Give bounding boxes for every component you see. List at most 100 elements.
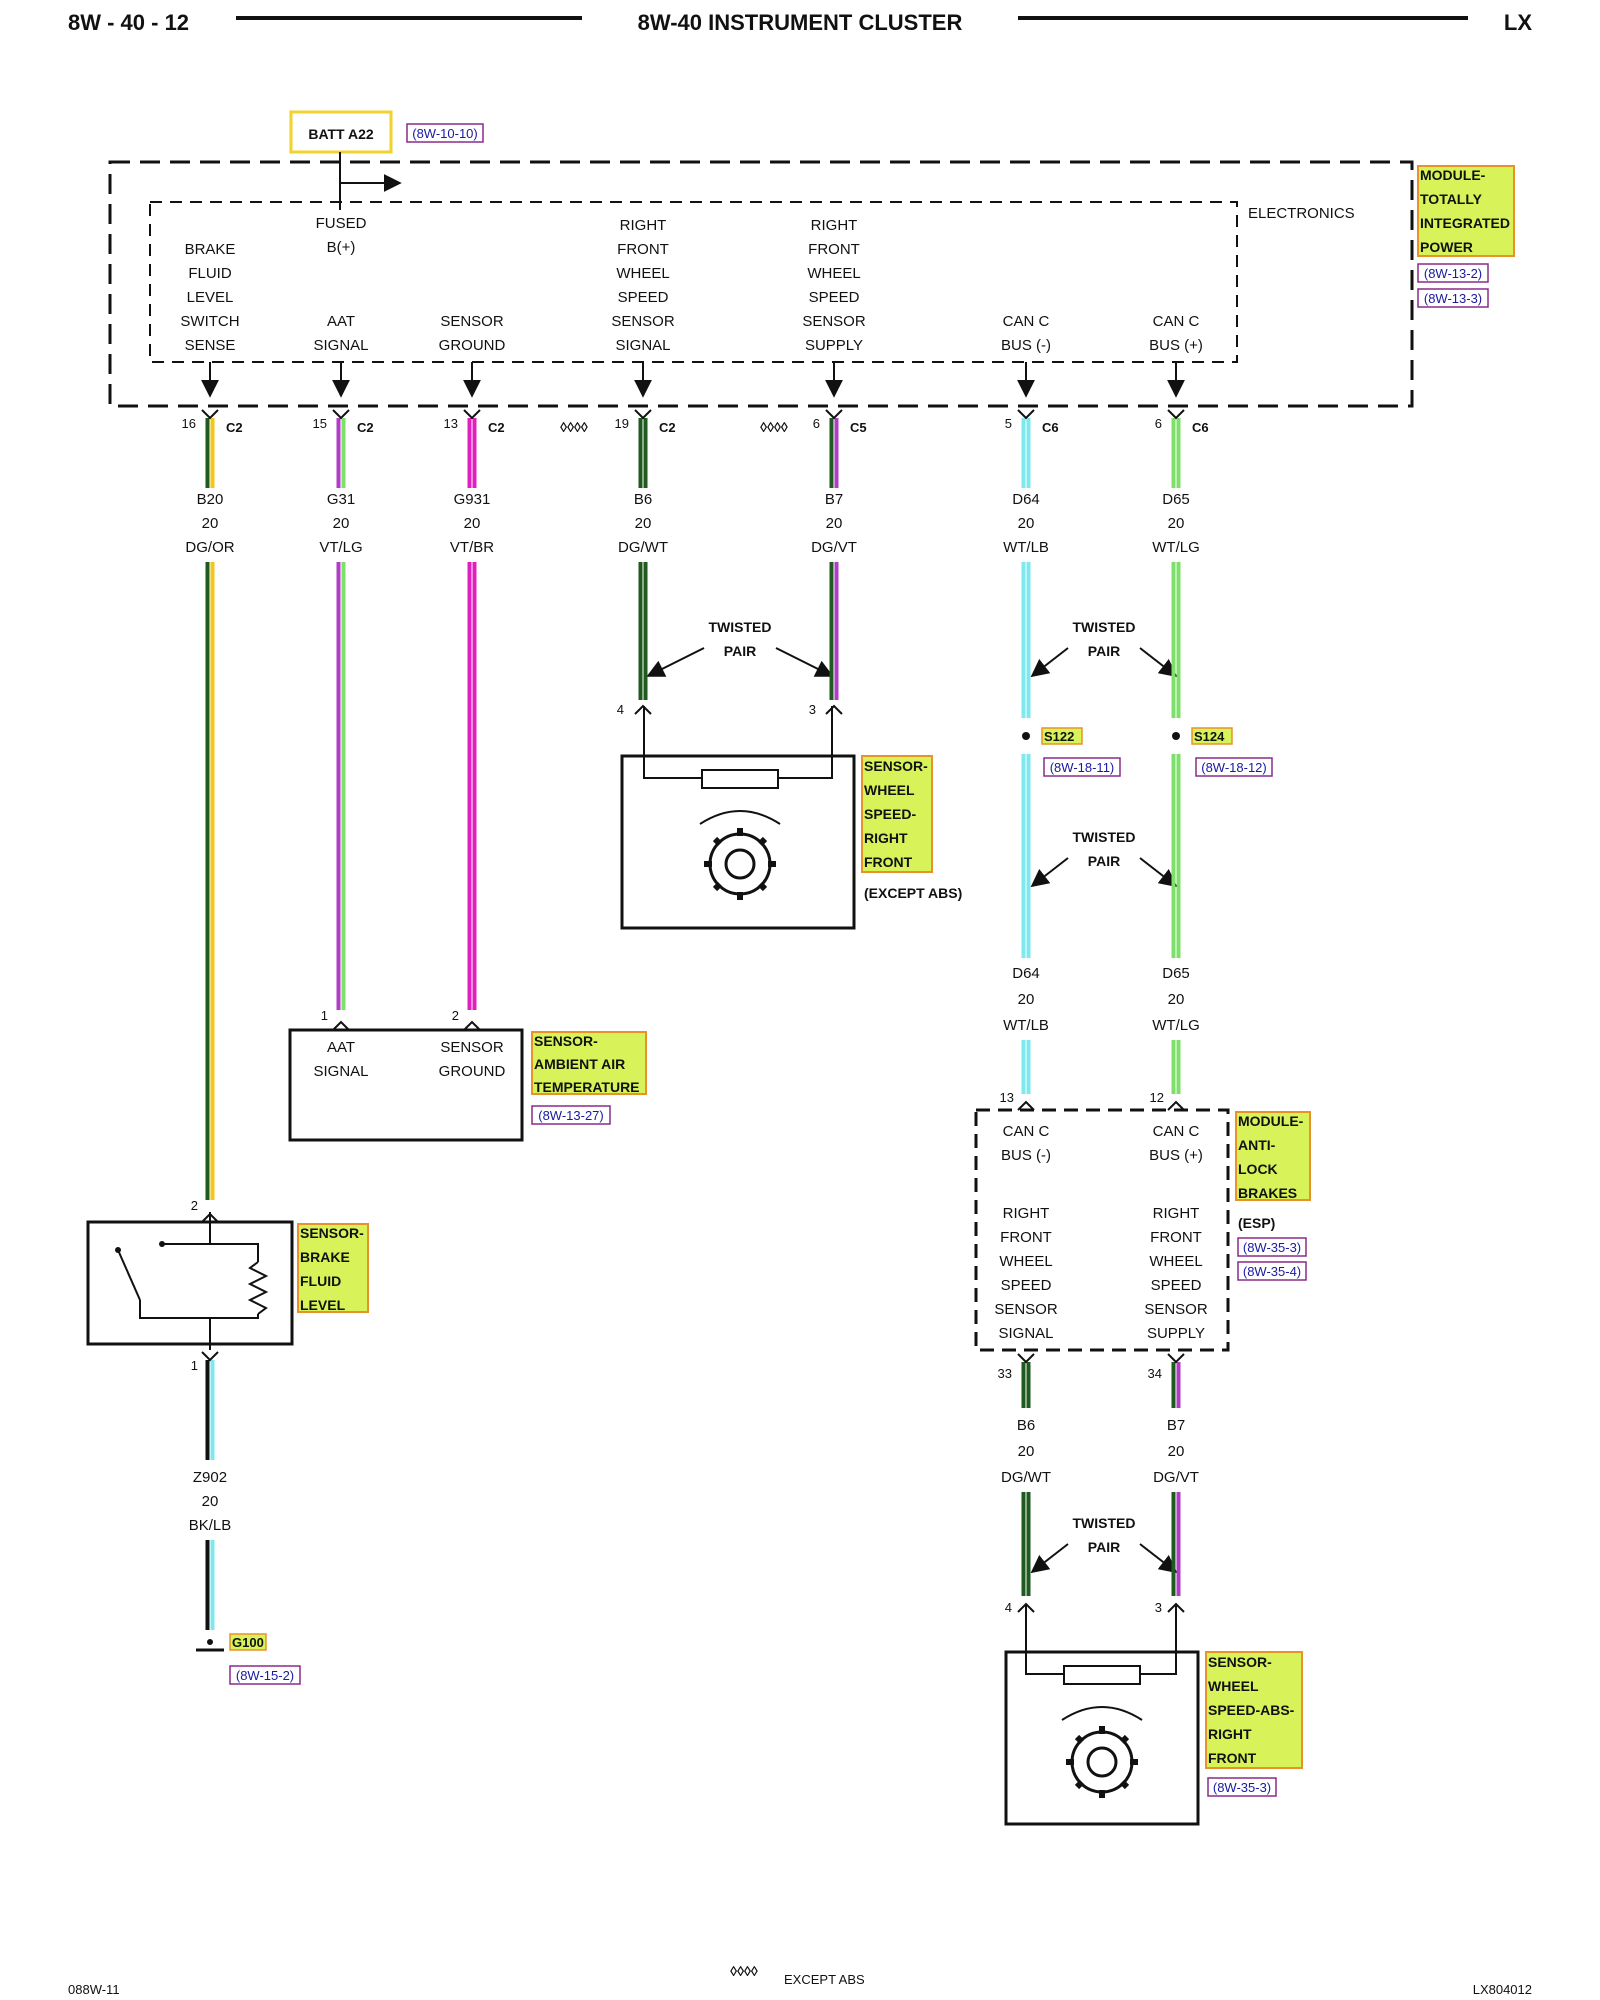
wire-b20 — [205, 418, 215, 488]
twisted-label-1b: PAIR — [724, 643, 756, 659]
brake-name-4: LEVEL — [300, 1297, 346, 1313]
brake-name-1: SENSOR- — [300, 1225, 364, 1241]
brake-connector-mark — [201, 1351, 219, 1362]
wire-id: B6 — [634, 491, 652, 508]
tip-ref-2-box — [1417, 288, 1489, 308]
can-lower-d64-id: D64 — [1012, 965, 1040, 982]
tip-name-1: MODULE- — [1420, 167, 1486, 183]
abs-wire-b7-id: B7 — [1167, 1417, 1185, 1434]
abs-bottom-label: FRONT — [1150, 1229, 1202, 1246]
tip-ref-1[interactable]: (8W-13-2) — [1424, 266, 1482, 281]
aat-pin-2: 2 — [452, 1008, 459, 1023]
abs-ref-2[interactable]: (8W-35-4) — [1243, 1264, 1301, 1279]
brake-connector-mark — [201, 1212, 219, 1223]
abs-bottom-label: SIGNAL — [998, 1325, 1053, 1342]
twisted-label-3a: TWISTED — [1073, 829, 1136, 845]
batt-ref-box — [406, 123, 484, 143]
wss-except-name-5: FRONT — [864, 854, 913, 870]
brake-pin-2: 2 — [191, 1198, 198, 1213]
tip-ref-2[interactable]: (8W-13-3) — [1424, 291, 1482, 306]
wire-color-code: VT/LG — [319, 539, 362, 556]
abs-ref-1[interactable]: (8W-35-3) — [1243, 1240, 1301, 1255]
brake-fluid-sensor: SENSOR- BRAKE FLUID LEVEL 2 1 — [86, 1198, 369, 1373]
aat-name-3: TEMPERATURE — [534, 1079, 640, 1095]
splice-s122-id: S122 — [1044, 729, 1074, 744]
abs-wire-labels: B6 20 DG/WT B7 20 DG/VT 4 3 — [1001, 1417, 1199, 1615]
batt-ref[interactable]: (8W-10-10) — [412, 126, 478, 141]
cluster-connector-mark — [463, 409, 481, 420]
cluster-connector-mark — [1017, 409, 1035, 420]
abs-connector-mark — [1167, 1353, 1185, 1364]
twisted-pair-labels: TWISTED PAIR TWISTED PAIR TWISTED PAIR T… — [646, 619, 1178, 1574]
cluster-pin-label: SENSOR — [802, 313, 866, 330]
cluster-connector-id: C2 — [488, 420, 505, 435]
wss-abs-ref[interactable]: (8W-35-3) — [1213, 1780, 1271, 1795]
except-abs-mark-2: ◊◊◊◊ — [760, 419, 788, 435]
splice-s124-ref[interactable]: (8W-18-12) — [1201, 760, 1267, 775]
wire-b6 — [638, 562, 648, 700]
wire-color-code: WT/LG — [1152, 539, 1200, 556]
wss-abs-connector-mark — [1167, 1602, 1185, 1613]
cluster-pin-label: RIGHT — [620, 217, 667, 234]
cluster-pin-label: SENSOR — [611, 313, 675, 330]
abs-bottom-label: SUPPLY — [1147, 1325, 1205, 1342]
wss-except-name-2: WHEEL — [864, 782, 915, 798]
aat-highlight — [531, 1031, 647, 1095]
wire-b7 — [829, 562, 839, 700]
cluster-pin-number: 6 — [813, 416, 820, 431]
splice-s124-id: S124 — [1194, 729, 1225, 744]
except-abs-mark-1: ◊◊◊◊ — [560, 419, 588, 435]
wire-z902 — [205, 1360, 215, 1460]
gear-icon — [704, 828, 776, 900]
cluster-pin-label: GROUND — [439, 337, 506, 354]
cluster-pin-number: 13 — [444, 416, 458, 431]
can-lower-d64-gauge: 20 — [1018, 991, 1035, 1008]
abs-pin-12: 12 — [1150, 1090, 1164, 1105]
cluster-pin-label: WHEEL — [807, 265, 860, 282]
abs-top-1b: BUS (-) — [1001, 1147, 1051, 1164]
wire-color-code: WT/LB — [1003, 539, 1049, 556]
except-abs-marks: ◊◊◊◊ ◊◊◊◊ — [560, 419, 788, 435]
cluster-pin-label: CAN C — [1153, 313, 1200, 330]
cluster-pin-number: 16 — [182, 416, 196, 431]
wire-color-code: DG/VT — [811, 539, 857, 556]
wss-abs-connector-mark — [1017, 1602, 1035, 1613]
wss-abs-name-5: FRONT — [1208, 1750, 1257, 1766]
abs-connector-mark — [1017, 1353, 1035, 1364]
fused-label-2: B(+) — [327, 239, 356, 256]
cluster-pin-label: BUS (-) — [1001, 337, 1051, 354]
can-lower-d65-id: D65 — [1162, 965, 1190, 982]
cluster-pin-number: 5 — [1005, 416, 1012, 431]
ground-ref[interactable]: (8W-15-2) — [236, 1668, 294, 1683]
cluster-pin-label: AAT — [327, 313, 355, 330]
abs-pin-33: 33 — [998, 1366, 1012, 1381]
abs-wire-b6-id: B6 — [1017, 1417, 1035, 1434]
wire-abs-b7 — [1171, 1362, 1181, 1408]
wire-g31 — [336, 562, 346, 1010]
wire-gauge: 20 — [333, 515, 350, 532]
brake-sensor-highlight — [297, 1223, 369, 1313]
cluster-pin-label: RIGHT — [811, 217, 858, 234]
brake-pin-1: 1 — [191, 1358, 198, 1373]
footer-legend-text: EXCEPT ABS — [784, 1972, 865, 1987]
brake-name-3: FLUID — [300, 1273, 341, 1289]
cluster-pin-number: 15 — [313, 416, 327, 431]
cluster-connector-id: C2 — [226, 420, 243, 435]
splice-s122-ref[interactable]: (8W-18-11) — [1050, 760, 1115, 775]
aat-ref[interactable]: (8W-13-27) — [538, 1108, 604, 1123]
can-lower-d65-gauge: 20 — [1168, 991, 1185, 1008]
abs-bottom-label: RIGHT — [1003, 1205, 1050, 1222]
abs-name-2: ANTI- — [1238, 1137, 1276, 1153]
cluster-connector-mark — [1167, 409, 1185, 420]
page-title: 8W-40 INSTRUMENT CLUSTER — [638, 10, 963, 35]
twisted-label-3b: PAIR — [1088, 853, 1120, 869]
tip-name-4: POWER — [1420, 239, 1473, 255]
cluster-pin-label: BRAKE — [185, 241, 236, 258]
switch-icon — [117, 1249, 141, 1301]
abs-bottom-label: SENSOR — [1144, 1301, 1208, 1318]
splices: S122 (8W-18-11) S124 (8W-18-12) — [1022, 727, 1273, 777]
